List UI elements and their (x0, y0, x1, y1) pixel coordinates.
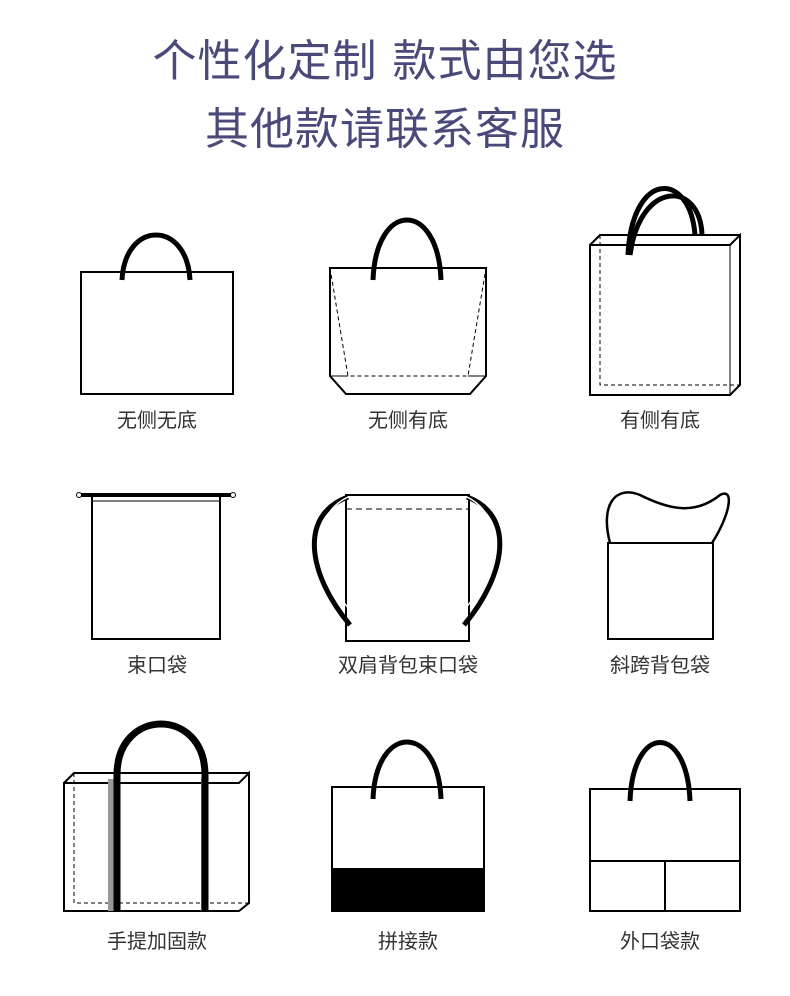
bag-style-side-bottom-gusset: 有侧有底 (530, 175, 790, 432)
bag-style-reinforced: 手提加固款 (27, 715, 287, 953)
bag-style-label: 双肩背包束口袋 (338, 653, 478, 677)
panel-bag-icon (331, 739, 485, 912)
drawstring-backpack-icon (312, 494, 503, 642)
reinforced-handle-bag-icon (63, 720, 250, 912)
bag-style-outer-pocket: 外口袋款 (530, 715, 790, 953)
bag-style-drawstring: 束口袋 (27, 485, 287, 715)
bottom-gusset-bag-icon (329, 217, 487, 395)
bag-style-drawstring-backpack: 双肩背包束口袋 (278, 485, 538, 715)
bag-style-label: 有侧有底 (620, 408, 700, 432)
bag-style-label: 无侧无底 (117, 408, 197, 432)
bag-style-label: 束口袋 (127, 653, 187, 677)
bag-style-label: 斜跨背包袋 (610, 653, 710, 677)
flat-bag-icon (80, 232, 234, 395)
bag-style-flat: 无侧无底 (27, 200, 287, 432)
bag-style-bottom-gusset: 无侧有底 (278, 200, 538, 432)
bag-style-label: 拼接款 (378, 929, 438, 953)
bag-style-label: 外口袋款 (620, 929, 700, 953)
bag-style-label: 无侧有底 (368, 408, 448, 432)
crossbody-bag-icon (605, 491, 731, 640)
bag-style-panel: 拼接款 (278, 715, 538, 953)
page-title: 个性化定制 款式由您选 (152, 36, 618, 87)
page-subtitle: 其他款请联系客服 (205, 104, 565, 155)
bag-style-crossbody: 斜跨背包袋 (530, 485, 790, 715)
drawstring-pouch-icon (76, 492, 236, 640)
bag-style-label: 手提加固款 (107, 929, 207, 953)
side-bottom-gusset-bag-icon (589, 186, 741, 396)
outer-pocket-bag-icon (589, 740, 741, 912)
